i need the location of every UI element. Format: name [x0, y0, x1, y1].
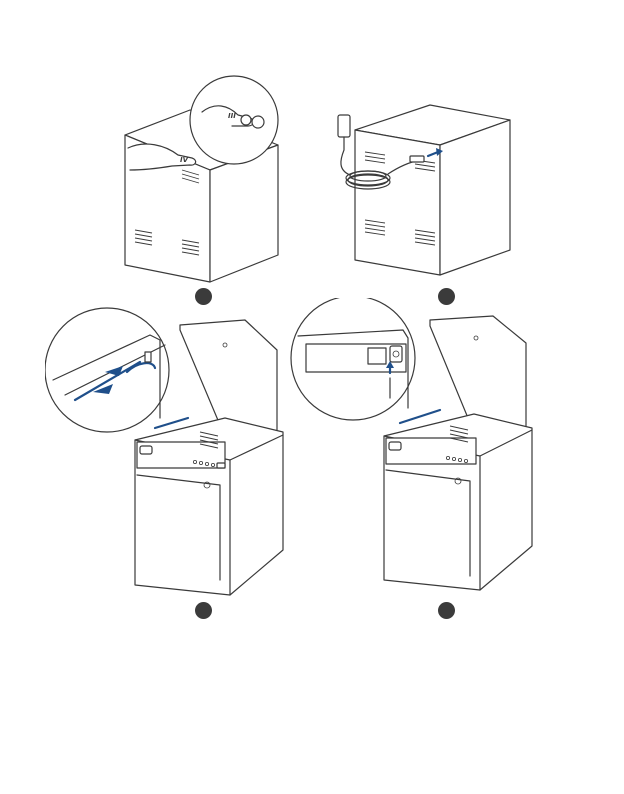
detail-callout — [45, 308, 169, 432]
power-adapter — [338, 115, 350, 137]
step-4-illustration — [288, 298, 538, 598]
detail-callout — [291, 298, 415, 420]
step-2-illustration — [330, 100, 520, 280]
step-3-marker — [195, 602, 212, 619]
step-1-illustration: III IV — [110, 70, 290, 290]
step-3-illustration — [45, 300, 290, 600]
marking-label: IV — [180, 156, 189, 164]
step-4-marker — [438, 602, 455, 619]
marking-label: III — [228, 112, 236, 120]
